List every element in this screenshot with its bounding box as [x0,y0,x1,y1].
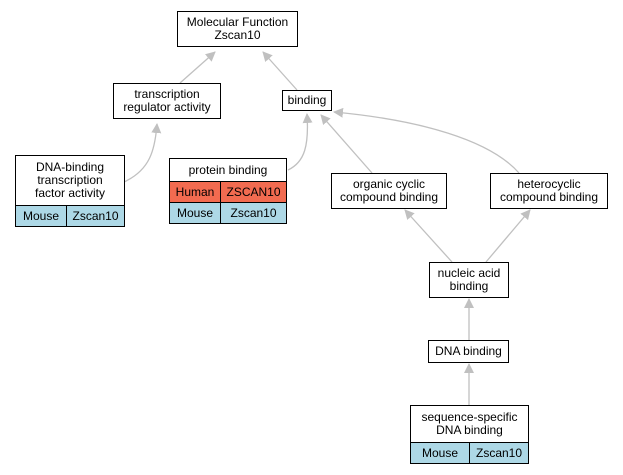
species-cell: Human [170,182,220,202]
node-label-line: binding [449,279,489,293]
species-cell: Mouse [411,443,469,463]
node-dna-binding-transcription-factor-activity[interactable]: DNA-binding transcription factor activit… [15,155,125,227]
node-label-line: transcription [134,87,200,101]
gene-cell: Zscan10 [66,206,124,226]
edge-organic-cyclic-to-binding [320,114,373,174]
gene-cell: Zscan10 [469,443,528,463]
species-cell: Mouse [16,206,66,226]
node-molecular-function-root[interactable]: Molecular Function Zscan10 [177,11,298,47]
node-label-line: compound binding [339,190,439,204]
node-nucleic-acid-binding[interactable]: nucleic acid binding [429,262,509,298]
node-label-line: regulator activity [123,100,211,114]
edge-transcription-regulator-to-root [179,51,216,84]
node-title: protein binding [170,159,286,181]
node-organic-cyclic-compound-binding[interactable]: organic cyclic compound binding [331,173,447,209]
node-binding[interactable]: binding [282,90,332,111]
species-cell: Mouse [170,203,220,223]
node-label: binding [287,93,327,107]
node-label-line: heterocyclic [517,177,581,191]
node-title: DNA-binding transcription factor activit… [16,156,124,205]
annotation-row-mouse: Mouse Zscan10 [16,205,124,226]
gene-cell: Zscan10 [220,203,286,223]
gene-cell: ZSCAN10 [220,182,286,202]
node-label-line: DNA binding [436,423,503,437]
edge-dna-binding-tf-to-transcription-regulator [123,123,162,183]
node-protein-binding[interactable]: protein binding Human ZSCAN10 Mouse Zsca… [169,158,287,224]
annotation-row-human: Human ZSCAN10 [170,181,286,202]
node-heterocyclic-compound-binding[interactable]: heterocyclic compound binding [490,173,608,209]
node-dna-binding[interactable]: DNA binding [428,340,509,363]
node-sequence-specific-dna-binding[interactable]: sequence-specific DNA binding Mouse Zsca… [410,405,529,464]
edge-protein-binding-to-binding [287,113,313,171]
node-title: sequence-specific DNA binding [411,406,528,442]
edge-nucleic-acid-to-organic-cyclic [404,209,453,263]
node-label-line: transcription [37,173,103,187]
node-label-line: compound binding [499,190,599,204]
node-label-line: DNA-binding [35,160,105,174]
node-label: protein binding [188,162,268,177]
node-label-line: Zscan10 [214,28,261,42]
node-label-line: sequence-specific [421,410,518,424]
node-label: DNA binding [435,344,502,358]
annotation-row-mouse: Mouse Zscan10 [170,202,286,223]
edge-binding-to-root [262,51,298,91]
node-transcription-regulator-activity[interactable]: transcription regulator activity [113,83,221,119]
edge-heterocyclic-to-binding [333,107,520,174]
node-label-line: nucleic acid [437,266,501,280]
node-label-line: factor activity [34,186,106,200]
edge-nucleic-acid-to-heterocyclic [485,209,531,263]
annotation-row-mouse: Mouse Zscan10 [411,442,528,463]
node-label-line: Molecular Function [186,15,289,29]
node-label-line: organic cyclic [352,177,425,191]
